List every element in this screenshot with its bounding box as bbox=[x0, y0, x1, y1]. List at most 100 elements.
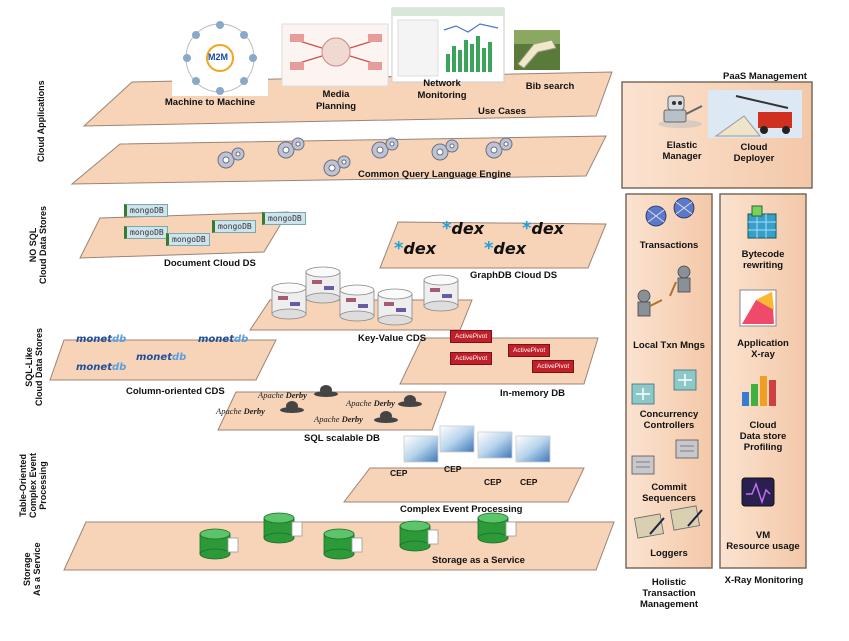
row-label-cep-line1: Table-Oriented bbox=[18, 454, 28, 517]
apache-derby-logo: Apache Derby bbox=[216, 406, 265, 416]
logger-icons bbox=[633, 505, 703, 539]
derby-hat-icons bbox=[280, 385, 422, 423]
cep-tile-label: CEP bbox=[520, 477, 538, 487]
m2m-image bbox=[172, 21, 268, 96]
elastic-manager-line2: Manager bbox=[662, 151, 702, 162]
elastic-manager-line1: Elastic bbox=[666, 140, 698, 151]
local-txn-robot-icons bbox=[637, 265, 691, 317]
row-label-storage: Storage As a Service bbox=[22, 542, 42, 596]
mongodb-logo: mongoDB bbox=[212, 220, 256, 233]
network-monitoring-line1: Network bbox=[423, 78, 461, 89]
graphdb-platform bbox=[379, 221, 607, 269]
cep-tiles bbox=[403, 425, 551, 463]
network-monitoring-image bbox=[391, 7, 505, 83]
bib-search-label: Bib search bbox=[525, 81, 575, 92]
cloud-deployer-line1: Cloud bbox=[740, 142, 768, 153]
apache-derby-logo: Apache Derby bbox=[314, 414, 363, 424]
loggers-label: Loggers bbox=[650, 548, 688, 559]
row-label-cep-line3: Processing bbox=[38, 461, 48, 510]
mongodb-logo: mongoDB bbox=[166, 233, 210, 246]
appx-line2: X-ray bbox=[751, 349, 775, 360]
gear-icons bbox=[217, 137, 513, 177]
row-label-storage-line2: As a Service bbox=[32, 542, 42, 596]
holistic-title-line3: Management bbox=[639, 599, 699, 610]
row-label-nosql-line1: NO SQL bbox=[28, 227, 38, 263]
cql-label: Common Query Language Engine bbox=[358, 169, 512, 180]
profiling-line3: Profiling bbox=[743, 442, 783, 453]
transactions-icons bbox=[645, 197, 695, 227]
local-txn-label: Local Txn Mngs bbox=[633, 340, 705, 351]
monetdb-logo: monetdb bbox=[136, 352, 186, 363]
monetdb-logo: monetdb bbox=[76, 334, 126, 345]
apache-derby-prefix: Apache bbox=[314, 414, 340, 424]
storage-cylinders bbox=[199, 512, 517, 560]
monetdb-suffix: db bbox=[171, 352, 187, 363]
storage-label: Storage as a Service bbox=[432, 555, 525, 566]
holistic-title-line2: Transaction bbox=[642, 588, 696, 599]
media-planning-image bbox=[281, 23, 389, 87]
row-label-storage-line1: Storage bbox=[22, 552, 32, 586]
m2m-label: Machine to Machine bbox=[164, 97, 256, 108]
dex-logo-text: dex bbox=[493, 239, 527, 258]
dex-logo: *dex bbox=[394, 238, 437, 259]
appx-line1: Application bbox=[737, 338, 789, 349]
bib-search-image bbox=[514, 30, 560, 70]
keyvalue-label: Key-Value CDS bbox=[358, 333, 427, 344]
apache-derby-suffix: Derby bbox=[373, 398, 395, 408]
xray-title: X-Ray Monitoring bbox=[724, 575, 804, 586]
cloud-deployer-label: Cloud Deployer bbox=[724, 142, 784, 164]
bytecode-line1: Bytecode bbox=[741, 249, 785, 260]
row-label-cloud-apps-text: Cloud Applications bbox=[36, 80, 46, 162]
profiling-line1: Cloud bbox=[749, 420, 777, 431]
column-label: Column-oriented CDS bbox=[126, 386, 225, 397]
m2m-logo-text: M2M bbox=[208, 52, 228, 62]
cep-tile-label: CEP bbox=[484, 477, 502, 487]
bytecode-cube-icon bbox=[747, 205, 777, 239]
bytecode-label: Bytecode rewriting bbox=[720, 249, 806, 271]
monetdb-suffix: db bbox=[111, 334, 127, 345]
apache-derby-suffix: Derby bbox=[243, 406, 265, 416]
dex-logo-text: dex bbox=[403, 239, 437, 258]
profiling-bars-icon bbox=[742, 376, 776, 406]
row-label-sqllike-line2: Cloud Data Stores bbox=[34, 327, 44, 406]
dex-logo: *dex bbox=[522, 218, 565, 239]
apache-derby-prefix: Apache bbox=[216, 406, 242, 416]
row-label-sqllike-line1: SQL-Like bbox=[24, 347, 34, 387]
row-label-cep-line2: Complex Event bbox=[28, 452, 38, 518]
dex-logo-text: dex bbox=[531, 219, 565, 238]
dex-logo: *dex bbox=[442, 218, 485, 239]
mongodb-logo: mongoDB bbox=[124, 226, 168, 239]
row-label-nosql-line2: Cloud Data Stores bbox=[38, 205, 48, 284]
monetdb-prefix: monet bbox=[76, 334, 112, 345]
paas-title: PaaS Management bbox=[723, 71, 807, 82]
cloud-deployer-crane-icon bbox=[708, 90, 802, 138]
network-monitoring-label: Network Monitoring bbox=[417, 78, 466, 102]
dex-logo-text: dex bbox=[451, 219, 485, 238]
row-label-cep: Table-Oriented Complex Event Processing bbox=[18, 453, 48, 518]
cep-tile-label: CEP bbox=[390, 468, 408, 478]
graphdb-label: GraphDB Cloud DS bbox=[470, 270, 558, 281]
apache-derby-prefix: Apache bbox=[346, 398, 372, 408]
elastic-manager-label: Elastic Manager bbox=[654, 140, 710, 162]
row-label-sqllike: SQL-Like Cloud Data Stores bbox=[24, 328, 44, 406]
apache-derby-logo: Apache Derby bbox=[346, 398, 395, 408]
vm-monitor-icon bbox=[741, 477, 775, 507]
dex-logo: *dex bbox=[484, 238, 527, 259]
activepivot-logo: ActivePivot bbox=[450, 330, 493, 343]
bytecode-line2: rewriting bbox=[742, 260, 784, 271]
cep-platform bbox=[342, 467, 585, 503]
row-label-cloud-apps: Cloud Applications bbox=[36, 80, 46, 162]
keyvalue-cylinders bbox=[271, 266, 459, 326]
monetdb-suffix: db bbox=[233, 334, 249, 345]
monetdb-prefix: monet bbox=[136, 352, 172, 363]
transactions-label: Transactions bbox=[639, 240, 699, 251]
holistic-title-line1: Holistic bbox=[651, 577, 687, 588]
holistic-title: Holistic Transaction Management bbox=[622, 577, 716, 610]
vm-label: VM Resource usage bbox=[720, 530, 806, 552]
activepivot-logo: ActivePivot bbox=[532, 360, 575, 373]
activepivot-logo: ActivePivot bbox=[508, 344, 551, 357]
cep-layer-label: Complex Event Processing bbox=[400, 504, 523, 515]
concurrency-line1: Concurrency bbox=[639, 409, 699, 420]
application-xray-label: Application X-ray bbox=[720, 338, 806, 360]
